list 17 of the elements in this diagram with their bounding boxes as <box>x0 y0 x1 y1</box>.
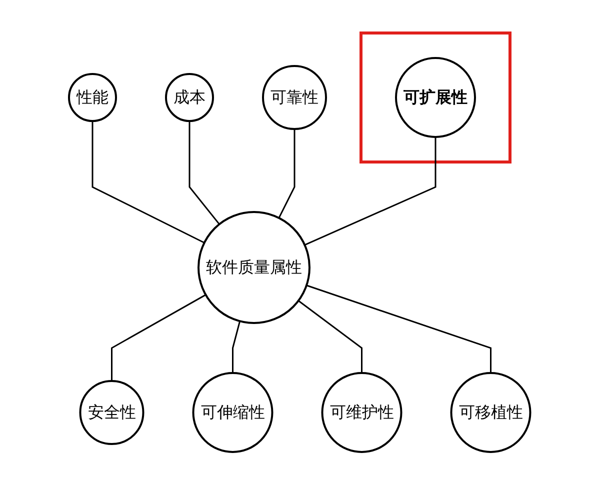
connector <box>278 129 296 218</box>
connector <box>232 320 241 373</box>
cluster <box>360 32 512 164</box>
connector <box>306 284 492 373</box>
connector <box>111 294 206 381</box>
connector <box>298 300 363 373</box>
connector <box>92 121 206 244</box>
node-circle: 可移植性 <box>450 372 532 453</box>
node-circle: 可伸缩性 <box>192 372 274 453</box>
node-circle: 软件质量属性 <box>198 211 311 324</box>
node-circle: 成本 <box>165 73 214 122</box>
connector <box>189 121 220 225</box>
node-circle: 可维护性 <box>322 372 403 453</box>
connector <box>304 137 437 246</box>
node-circle: 可扩展性 <box>395 57 476 138</box>
node-circle: 可靠性 <box>262 65 328 130</box>
node-circle: 安全性 <box>80 380 145 445</box>
